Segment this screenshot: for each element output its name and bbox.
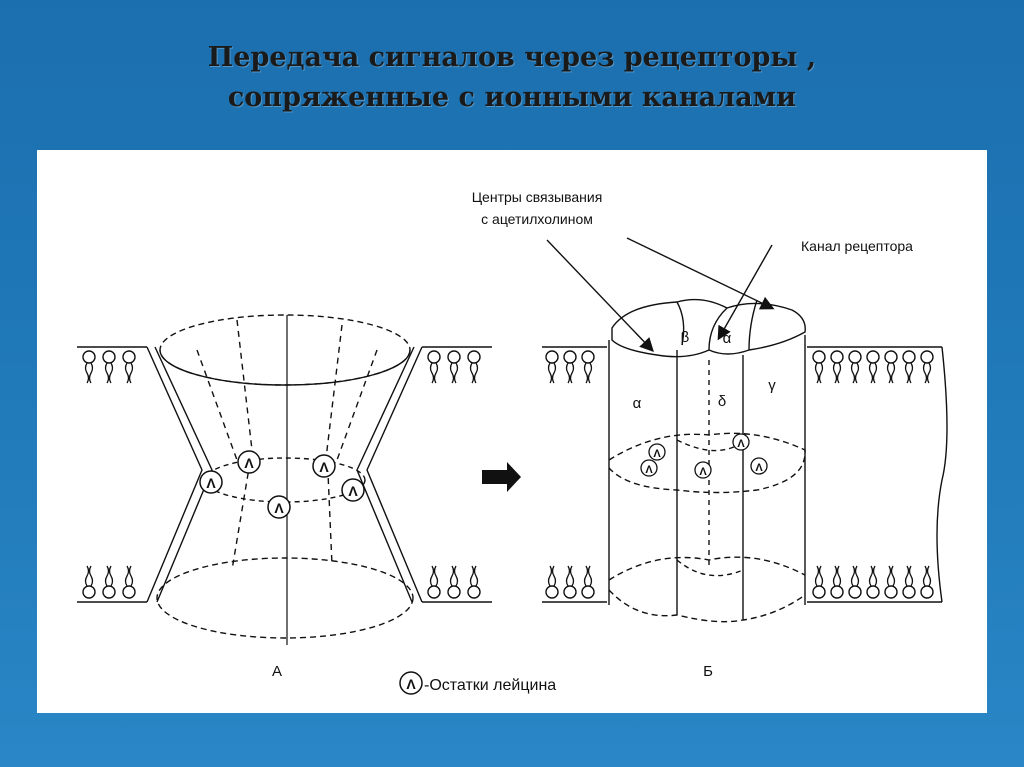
diagram-svg: Λ Λ Λ Λ Λ А [77, 189, 948, 695]
leucine-residue: Λ [648, 443, 666, 461]
binding-site-pointers [546, 237, 775, 353]
svg-text:Λ: Λ [699, 466, 707, 478]
label-b: Б [703, 663, 713, 680]
legend-text: -Остатки лейцина [424, 677, 556, 694]
leucine-residues-b: Λ Λ Λ Λ Λ [640, 433, 768, 479]
svg-text:Λ: Λ [206, 475, 216, 491]
svg-text:Λ: Λ [737, 438, 745, 450]
leucine-residues-a: Λ Λ Λ Λ Λ [199, 450, 365, 519]
leucine-residue: Λ [312, 454, 336, 478]
legend: Λ -Остатки лейцина [399, 671, 556, 695]
label-a: А [272, 663, 282, 680]
leucine-residue: Λ [750, 457, 768, 475]
svg-text:Λ: Λ [755, 462, 763, 474]
svg-text:Λ: Λ [348, 483, 358, 499]
slide-title-line-2: сопряженные с ионными каналами [227, 82, 797, 113]
svg-text:Λ: Λ [274, 500, 284, 516]
svg-text:Λ: Λ [319, 459, 329, 475]
diagram-panel: Λ Λ Λ Λ Λ А [37, 150, 987, 713]
lipid-head [82, 350, 96, 384]
subunit-beta-label: β [681, 329, 690, 346]
channel-label: Канал рецептора [801, 238, 913, 254]
slide-title-line-1: Передача сигналов через рецепторы , [207, 42, 817, 73]
svg-text:Λ: Λ [645, 464, 653, 476]
leucine-legend-icon [399, 671, 423, 695]
panel-b-diagram [542, 298, 948, 623]
leucine-residue: Λ [199, 470, 223, 494]
svg-text:Λ: Λ [406, 676, 416, 692]
leucine-residue: Λ [694, 461, 712, 479]
leucine-residue: Λ [640, 459, 658, 477]
subunit-delta-label: δ [718, 393, 726, 410]
leucine-residue: Λ [732, 433, 750, 451]
subunit-alpha-top-label: α [723, 330, 732, 347]
svg-text:Λ: Λ [244, 455, 254, 471]
binding-sites-label-line-1: Центры связывания [472, 189, 603, 205]
slide-title: Передача сигналов через рецепторы , сопр… [0, 38, 1024, 118]
leucine-residue: Λ [341, 478, 365, 502]
binding-sites-label-line-2: с ацетилхолином [481, 211, 593, 227]
transition-arrow-icon [482, 462, 521, 492]
svg-text:Λ: Λ [653, 448, 661, 460]
subunit-alpha-label: α [633, 395, 642, 412]
panel-a-diagram [77, 314, 492, 645]
leucine-residue: Λ [237, 450, 261, 474]
leucine-residue: Λ [267, 495, 291, 519]
subunit-gamma-label: γ [768, 377, 776, 394]
